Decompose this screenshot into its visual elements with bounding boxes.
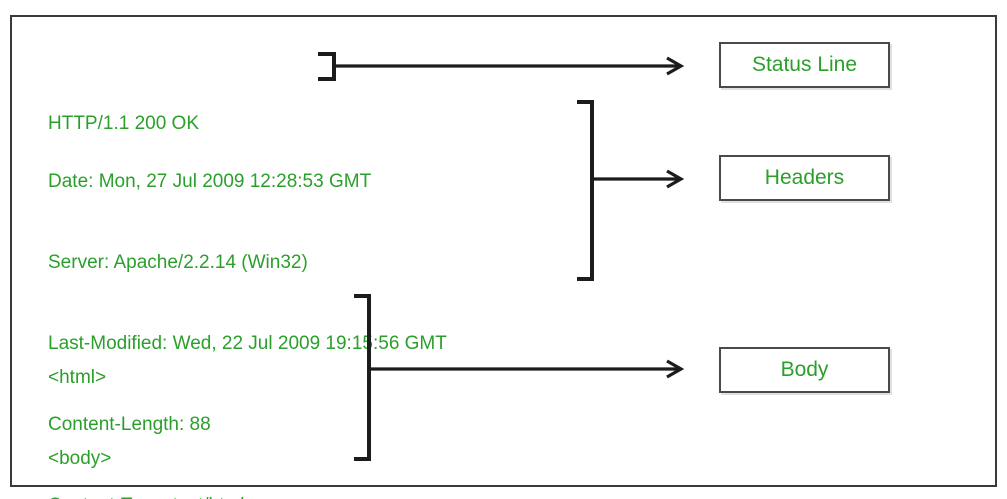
headers-label-box: Headers	[719, 155, 890, 201]
body-line: <body>	[48, 448, 112, 469]
header-line: Last-Modified: Wed, 22 Jul 2009 19:15:56…	[48, 333, 447, 354]
header-line: Content-Length: 88	[48, 414, 211, 435]
status-line-bracket-icon	[318, 52, 336, 81]
diagram-frame	[10, 15, 997, 487]
header-line: Date: Mon, 27 Jul 2009 12:28:53 GMT	[48, 171, 372, 192]
status-line-value: HTTP/1.1 200 OK	[48, 113, 200, 134]
body-bracket-icon	[354, 294, 371, 461]
status-line-text: HTTP/1.1 200 OK	[48, 56, 199, 191]
body-text: <html> <body> <h1>Hello, World!</h1> </b…	[48, 310, 248, 499]
headers-bracket-icon	[577, 100, 594, 281]
body-label: Body	[780, 358, 829, 381]
header-line: Server: Apache/2.2.14 (Win32)	[48, 252, 308, 273]
body-label-box: Body	[719, 347, 890, 393]
status-line-label: Status Line	[751, 53, 858, 76]
status-line-label-box: Status Line	[719, 42, 890, 88]
headers-text: Date: Mon, 27 Jul 2009 12:28:53 GMT Serv…	[48, 114, 447, 499]
headers-label: Headers	[764, 166, 845, 189]
header-line: Content-Type: text/html	[48, 492, 447, 499]
body-line: <html>	[48, 367, 107, 388]
